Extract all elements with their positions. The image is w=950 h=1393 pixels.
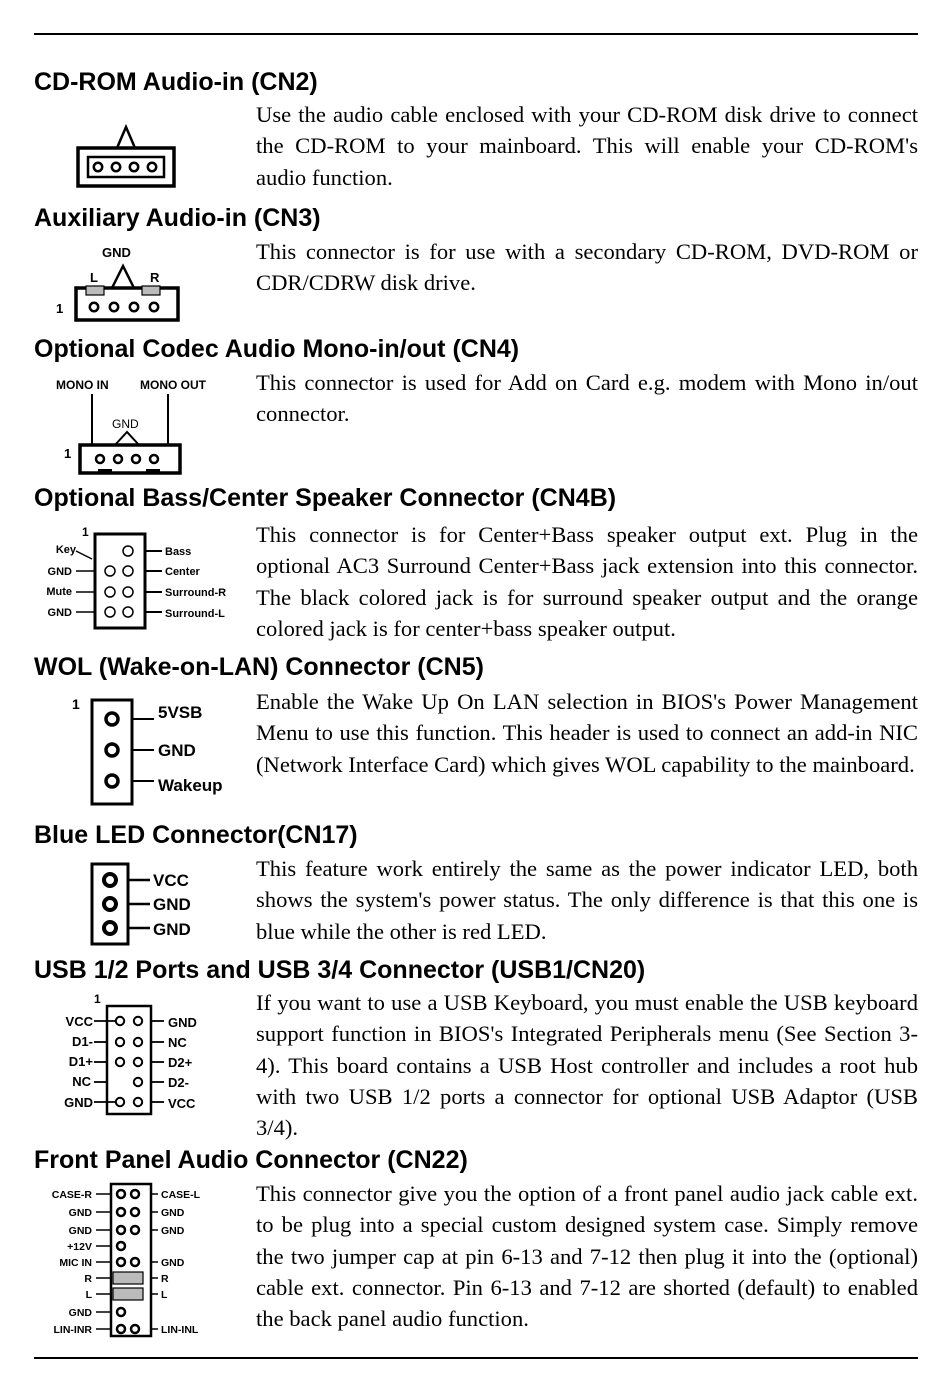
cn3-pin1-label: 1 bbox=[56, 301, 63, 316]
cn4b-connector-diagram: 1 Key GND Mute GND Bass Center Surround-… bbox=[46, 525, 226, 630]
heading-cn4b: Optional Bass/Center Speaker Connector (… bbox=[34, 484, 617, 512]
usb-left-label: VCC bbox=[66, 1014, 94, 1029]
cn5-connector-diagram: 1 5VSB GND Wakeup bbox=[72, 696, 223, 806]
cn2-connector-diagram bbox=[76, 123, 176, 188]
cn3-right-label: R bbox=[150, 270, 160, 285]
cn4-connector-diagram: MONO IN MONO OUT GND 1 bbox=[56, 378, 207, 475]
usb-right-label: GND bbox=[168, 1015, 197, 1030]
cn4b-left-label: GND bbox=[48, 607, 73, 619]
cn22-left-label: LIN-INR bbox=[54, 1324, 93, 1336]
heading-cn5: WOL (Wake-on-LAN) Connector (CN5) bbox=[34, 653, 484, 681]
cn22-right-label: GND bbox=[161, 1207, 185, 1219]
usb-pin1-label: 1 bbox=[94, 992, 101, 1006]
cn22-right-label: LIN-INL bbox=[161, 1324, 199, 1336]
usb-right-label: NC bbox=[168, 1035, 187, 1050]
cn22-left-label: GND bbox=[69, 1307, 93, 1319]
cn22-left-label: L bbox=[86, 1289, 93, 1301]
heading-cn4: Optional Codec Audio Mono-in/out (CN4) bbox=[34, 335, 520, 363]
cn22-connector-diagram: CASE-R GND GND +12V MIC IN R L GND LIN-I… bbox=[52, 1182, 201, 1338]
usb-right-label: D2+ bbox=[168, 1055, 193, 1070]
usb-right-label: D2- bbox=[168, 1075, 189, 1090]
usb-left-label: GND bbox=[64, 1095, 93, 1110]
cn5-pin1-label: 1 bbox=[72, 696, 80, 712]
usb-left-label: D1- bbox=[72, 1034, 93, 1049]
text-usb: If you want to use a USB Keyboard, you m… bbox=[256, 990, 918, 1141]
cn3-gnd-label: GND bbox=[102, 245, 131, 260]
usb-connector-diagram: 1 VCC D1- D1+ NC GND GND NC D2+ D2- VCC bbox=[64, 992, 197, 1116]
text-cn17: This feature work entirely the same as t… bbox=[256, 856, 918, 944]
cn17-label-vcc: VCC bbox=[153, 871, 189, 890]
cn5-label-5vsb: 5VSB bbox=[158, 703, 202, 722]
text-cn3: This connector is for use with a seconda… bbox=[256, 239, 918, 296]
cn4b-left-label: GND bbox=[48, 566, 73, 578]
usb-left-label: NC bbox=[72, 1074, 91, 1089]
cn4b-left-label: Key bbox=[56, 544, 77, 556]
cn22-right-label: GND bbox=[161, 1257, 185, 1269]
text-cn4: This connector is used for Add on Card e… bbox=[256, 370, 918, 427]
heading-cn22: Front Panel Audio Connector (CN22) bbox=[34, 1146, 468, 1174]
cn22-left-label: R bbox=[84, 1273, 92, 1285]
heading-cn17: Blue LED Connector(CN17) bbox=[34, 821, 358, 849]
cn4-mono-out-label: MONO OUT bbox=[140, 378, 207, 392]
top-rule bbox=[34, 33, 918, 35]
cn22-left-label: GND bbox=[69, 1225, 93, 1237]
cn22-right-label: L bbox=[161, 1289, 168, 1301]
cn5-label-gnd: GND bbox=[158, 741, 196, 760]
cn17-label-gnd: GND bbox=[153, 895, 191, 914]
cn4-gnd-label: GND bbox=[112, 417, 139, 431]
heading-cn3: Auxiliary Audio-in (CN3) bbox=[34, 204, 321, 232]
cn3-connector-diagram: GND L R 1 bbox=[56, 245, 180, 322]
cn4-pin1-label: 1 bbox=[64, 446, 71, 461]
text-cn4b: This connector is for Center+Bass speake… bbox=[256, 522, 918, 641]
bottom-rule bbox=[34, 1357, 918, 1359]
cn22-right-label: GND bbox=[161, 1225, 185, 1237]
cn4b-pin1-label: 1 bbox=[82, 525, 89, 539]
cn3-left-label: L bbox=[90, 270, 98, 285]
usb-right-label: VCC bbox=[168, 1096, 196, 1111]
cn22-left-label: +12V bbox=[67, 1241, 92, 1253]
cn4-mono-in-label: MONO IN bbox=[56, 378, 109, 392]
cn4b-left-label: Mute bbox=[46, 586, 72, 598]
cn4b-right-label: Surround-R bbox=[165, 587, 226, 599]
cn4b-right-label: Surround-L bbox=[165, 608, 225, 620]
cn22-left-label: CASE-R bbox=[52, 1189, 93, 1201]
text-cn5: Enable the Wake Up On LAN selection in B… bbox=[256, 689, 918, 777]
heading-usb: USB 1/2 Ports and USB 3/4 Connector (USB… bbox=[34, 956, 646, 984]
cn22-right-label: R bbox=[161, 1273, 169, 1285]
cn5-label-wakeup: Wakeup bbox=[158, 776, 223, 795]
text-cn22: This connector give you the option of a … bbox=[256, 1181, 918, 1332]
cn4b-right-label: Center bbox=[165, 566, 201, 578]
usb-left-label: D1+ bbox=[69, 1054, 94, 1069]
cn22-left-label: MIC IN bbox=[59, 1257, 92, 1269]
heading-cn2: CD-ROM Audio-in (CN2) bbox=[34, 68, 318, 96]
cn22-right-label: CASE-L bbox=[161, 1189, 201, 1201]
text-cn2: Use the audio cable enclosed with your C… bbox=[256, 102, 918, 190]
cn4b-right-label: Bass bbox=[165, 546, 191, 558]
cn17-label-gnd: GND bbox=[153, 920, 191, 939]
cn22-left-label: GND bbox=[69, 1207, 93, 1219]
cn17-connector-diagram: VCC GND GND bbox=[90, 862, 191, 946]
